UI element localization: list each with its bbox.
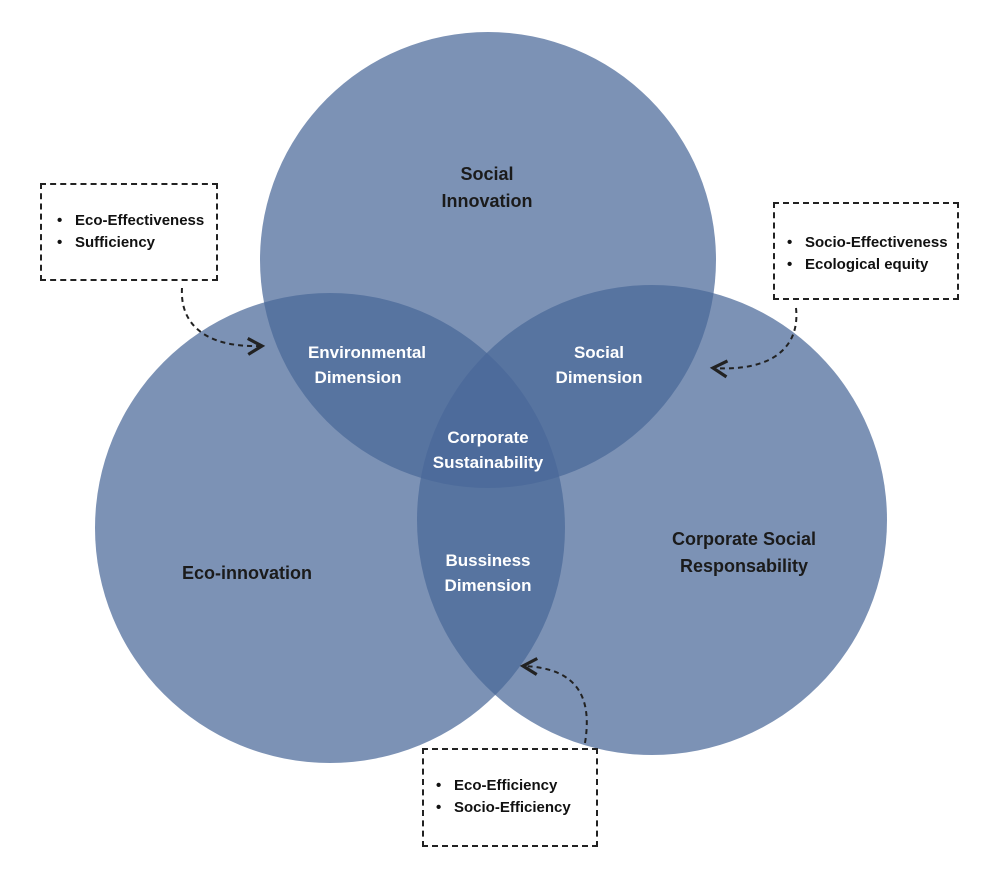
- circle-social-innovation: [260, 32, 716, 488]
- environmental-dimension-label-2: Dimension: [315, 368, 402, 387]
- list-item: •Eco-Efficiency: [436, 777, 558, 794]
- info-box-bottom: •Eco-Efficiency •Socio-Efficiency: [422, 748, 598, 847]
- corporate-sustainability-label: Corporate: [447, 428, 528, 447]
- corporate-sustainability-label-2: Sustainability: [433, 453, 544, 472]
- corporate-social-responsability-label: Corporate Social: [672, 529, 816, 549]
- environmental-dimension-label: Environmental: [308, 343, 426, 362]
- list-item: •Sufficiency: [57, 234, 156, 251]
- info-box-top-right: •Socio-Effectiveness •Ecological equity: [773, 202, 959, 300]
- list-item: •Ecological equity: [787, 256, 929, 273]
- info-box-top-left: •Eco-Effectiveness •Sufficiency: [40, 183, 218, 281]
- corporate-social-responsability-label-2: Responsability: [680, 556, 808, 576]
- bussiness-dimension-label-2: Dimension: [445, 576, 532, 595]
- arrow-bottom: [519, 657, 588, 744]
- social-dimension-label-2: Dimension: [556, 368, 643, 387]
- arrow-top-left: [180, 287, 266, 356]
- social-innovation-label-2: Innovation: [442, 191, 533, 211]
- bussiness-dimension-label: Bussiness: [445, 551, 530, 570]
- social-innovation-label: Social: [460, 164, 513, 184]
- arrow-top-right: [709, 307, 798, 379]
- list-item: •Socio-Effectiveness: [787, 234, 948, 251]
- social-dimension-label: Social: [574, 343, 624, 362]
- eco-innovation-label: Eco-innovation: [182, 563, 312, 583]
- list-item: •Socio-Efficiency: [436, 799, 571, 816]
- list-item: •Eco-Effectiveness: [57, 212, 205, 229]
